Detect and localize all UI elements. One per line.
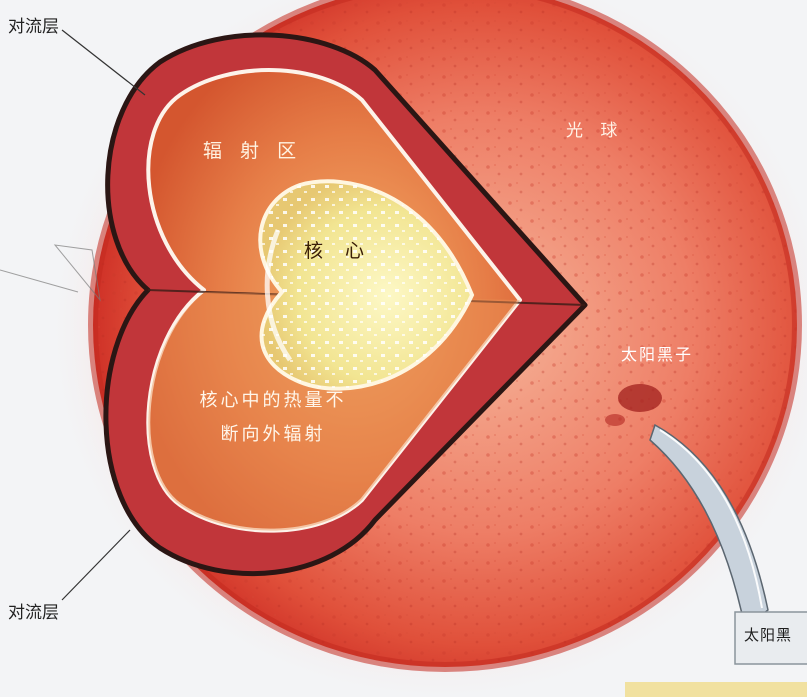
label-heat-line-2: 断向外辐射 (178, 418, 368, 452)
leader-line-convection-bottom (62, 530, 130, 600)
label-sunspot: 太阳黑子 (621, 341, 693, 365)
bottom-inset-strip (625, 682, 807, 697)
label-heat-radiation: 核心中的热量不 断向外辐射 (178, 384, 368, 452)
label-sunspot-inset: 太阳黑 (744, 624, 792, 645)
leader-line-convection-top (62, 30, 145, 95)
label-convection-zone-bottom: 对流层 (8, 598, 59, 623)
label-radiation-zone: 辐 射 区 (203, 136, 302, 163)
sunspot-mark (618, 384, 662, 412)
label-photosphere: 光 球 (566, 116, 623, 141)
label-core: 核 心 (304, 236, 372, 263)
sunspot-mark-small (605, 414, 625, 426)
label-convection-zone-top: 对流层 (8, 12, 59, 37)
label-heat-line-1: 核心中的热量不 (178, 384, 368, 418)
